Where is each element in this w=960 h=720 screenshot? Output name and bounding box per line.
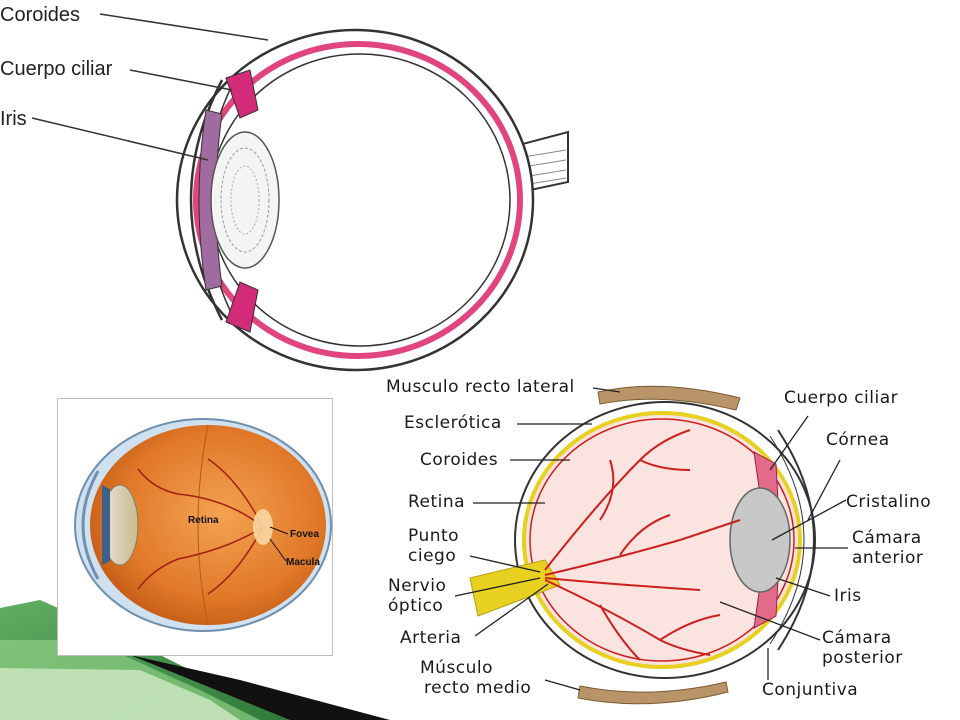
inset-eye-photo: Retina Fovea Macula (57, 398, 333, 656)
label-conjuntiva: Conjuntiva (762, 680, 859, 700)
label-iris-bottom: Iris (834, 586, 862, 606)
label-camara-posterior-2: posterior (822, 648, 903, 668)
label-camara-anterior-2: anterior (852, 548, 924, 568)
inset-eye-illustration (74, 418, 332, 632)
label-punto: Punto (408, 526, 460, 546)
label-recto-medio: recto medio (424, 678, 532, 698)
label-cuerpo-ciliar-bottom: Cuerpo ciliar (784, 388, 899, 408)
label-coroides-top: Coroides (0, 4, 81, 26)
label-cuerpo-ciliar-top: Cuerpo ciliar (0, 58, 113, 80)
label-camara-anterior-1: Cámara (852, 528, 922, 548)
label-arteria: Arteria (400, 628, 462, 648)
inset-label-retina: Retina (188, 515, 219, 526)
label-nervio: Nervio (388, 576, 447, 596)
label-retina: Retina (408, 492, 466, 512)
label-camara-posterior-1: Cámara (822, 628, 892, 648)
label-musculo: Músculo (420, 658, 494, 678)
label-coroides-bottom: Coroides (420, 450, 499, 470)
label-musculo-recto-lateral: Musculo recto lateral (386, 377, 575, 397)
inset-label-fovea: Fovea (290, 529, 319, 540)
label-esclerotica: Esclerótica (404, 413, 502, 433)
label-cristalino: Cristalino (846, 492, 932, 512)
label-optico: óptico (388, 596, 444, 616)
label-iris-top: Iris (0, 108, 27, 130)
label-ciego: ciego (408, 546, 457, 566)
label-cornea: Córnea (826, 430, 890, 450)
inset-label-macula: Macula (286, 557, 320, 568)
